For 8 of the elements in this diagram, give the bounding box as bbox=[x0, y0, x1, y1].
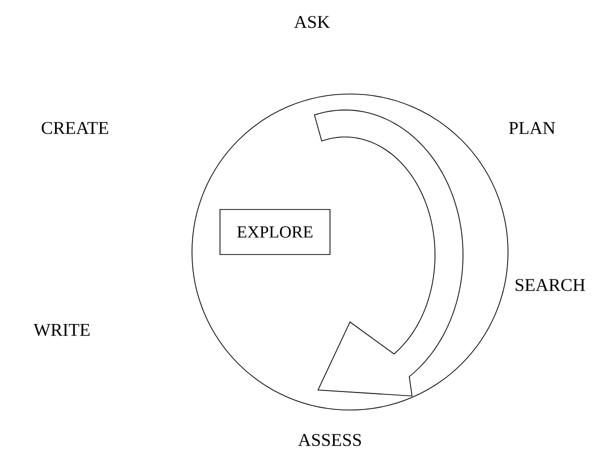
stage-label: WRITE bbox=[34, 324, 90, 336]
circle-outline bbox=[192, 94, 508, 410]
stage-label: CREATE bbox=[42, 122, 108, 134]
process-box: EXPLORE bbox=[220, 209, 330, 255]
stage-label: PLAN bbox=[509, 122, 556, 134]
stage-label: ASSESS bbox=[298, 434, 361, 446]
stage-label: ASK bbox=[294, 16, 330, 28]
stage-label: SEARCH bbox=[516, 278, 585, 292]
